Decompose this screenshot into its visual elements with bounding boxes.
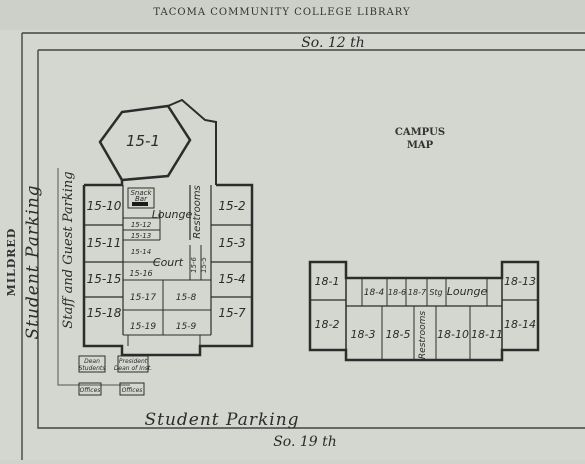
- building-18: [308, 260, 540, 362]
- room-15-18: 15-18: [87, 306, 122, 320]
- office-president-line2: Dean of Inst.: [114, 365, 152, 372]
- office-dean-line1: Dean: [84, 358, 100, 365]
- room-18-6: 18-6: [388, 288, 406, 297]
- street-north-label: So. 12 th: [301, 35, 365, 51]
- library-stamp: TACOMA COMMUNITY COLLEGE LIBRARY: [153, 7, 410, 18]
- room-15-1: 15-1: [126, 132, 160, 150]
- map-title-line2: MAP: [407, 140, 434, 151]
- office-president-line1: President: [119, 358, 148, 365]
- room-18-11: 18-11: [471, 328, 503, 341]
- offices-labels: Dean Students President Dean of Inst. Of…: [79, 358, 153, 394]
- room-15-11: 15-11: [87, 236, 122, 250]
- building-18-labels: 18-1 18-2 18-3 18-4 18-5 18-6 18-7 18-10…: [315, 275, 536, 359]
- building-15-labels: 15-1 15-10 15-11 15-15 15-18 15-2 15-3 1…: [87, 132, 246, 332]
- lounge-15: Lounge: [152, 208, 193, 221]
- room-15-9: 15-9: [176, 322, 197, 332]
- room-18-1: 18-1: [315, 275, 340, 288]
- room-18-14: 18-14: [504, 318, 536, 331]
- room-15-4: 15-4: [218, 272, 245, 286]
- court-label: Court: [153, 256, 184, 269]
- snack-bar-line1: Snack: [130, 189, 152, 197]
- parking-divider: [57, 168, 130, 386]
- offices-group: [78, 355, 149, 396]
- room-18-3: 18-3: [351, 328, 376, 341]
- parking-south-label: Student Parking: [144, 410, 299, 430]
- room-15-2: 15-2: [218, 199, 245, 213]
- street-west-label: MILDRED: [5, 228, 18, 297]
- lounge-18: Lounge: [447, 285, 488, 298]
- room-18-10: 18-10: [437, 328, 469, 341]
- map-title-line1: CAMPUS: [395, 127, 445, 138]
- office-label-2: Offices: [122, 387, 143, 394]
- room-15-14: 15-14: [131, 248, 151, 256]
- room-15-3: 15-3: [218, 236, 245, 250]
- top-band: [0, 0, 585, 30]
- room-15-8: 15-8: [176, 293, 197, 303]
- room-15-15: 15-15: [87, 272, 122, 286]
- parking-west-label: Student Parking: [23, 184, 43, 339]
- staff-parking-label: Staff and Guest Parking: [61, 171, 76, 328]
- room-15-16: 15-16: [129, 269, 152, 278]
- room-18-2: 18-2: [315, 318, 340, 331]
- room-18-13: 18-13: [504, 275, 536, 288]
- restrooms-18: Restrooms: [418, 311, 428, 359]
- room-15-7: 15-7: [218, 306, 246, 320]
- room-15-5: 15-5: [200, 257, 208, 273]
- building-15: [82, 98, 254, 357]
- storage-18: Stg: [429, 288, 442, 297]
- room-15-19: 15-19: [130, 322, 156, 332]
- street-south-label: So. 19 th: [273, 434, 337, 450]
- room-15-10: 15-10: [87, 199, 122, 213]
- restrooms-15: Restrooms: [192, 185, 203, 239]
- room-18-4: 18-4: [364, 288, 385, 298]
- room-15-6: 15-6: [190, 257, 198, 273]
- room-18-7: 18-7: [408, 288, 427, 297]
- room-15-12: 15-12: [131, 221, 152, 229]
- room-18-5: 18-5: [386, 328, 411, 341]
- room-15-17: 15-17: [130, 293, 156, 303]
- room-15-13: 15-13: [131, 232, 151, 240]
- building-15-outline: [82, 180, 254, 357]
- outer-border: [21, 32, 585, 460]
- snack-bar-line2: Bar: [135, 195, 148, 203]
- inner-border: [37, 49, 585, 429]
- office-dean-line2: Students: [79, 365, 106, 372]
- office-label-1: Offices: [80, 387, 101, 394]
